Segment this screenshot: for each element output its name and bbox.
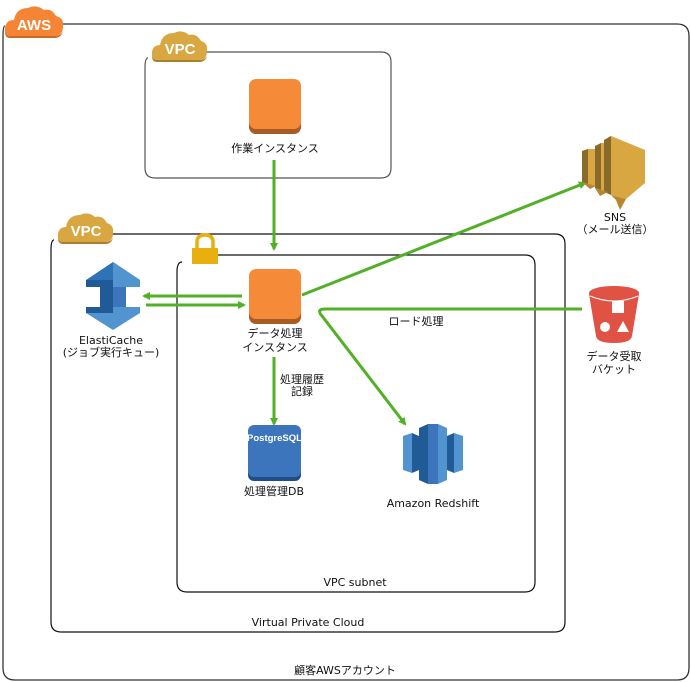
history-edge-label-line1: 処理履歴 bbox=[280, 373, 324, 386]
subnet-label: VPC subnet bbox=[323, 576, 387, 589]
data-instance-label-line1: データ処理 bbox=[248, 326, 303, 340]
vpc-top-badge-text: VPC bbox=[165, 41, 196, 58]
data-instance-label-line2: インスタンス bbox=[242, 341, 308, 354]
edge-data-to-sns bbox=[301, 181, 587, 297]
sns-label-line1: SNS bbox=[604, 211, 626, 224]
vpc-main-badge: VPC bbox=[57, 213, 114, 244]
ec2-instance-icon bbox=[249, 79, 301, 129]
vpc-main-label: Virtual Private Cloud bbox=[252, 616, 365, 629]
s3-node[interactable]: データ受取 バケット bbox=[587, 286, 642, 376]
elasticache-label-line2: (ジョブ実行キュー) bbox=[63, 345, 160, 359]
sns-icon bbox=[582, 136, 645, 210]
postgres-node[interactable]: PostgreSQL 処理管理DB bbox=[244, 425, 304, 498]
lock-icon bbox=[192, 233, 218, 264]
work-instance-node[interactable]: 作業インスタンス bbox=[231, 79, 319, 155]
aws-cloud-badge: AWS bbox=[4, 6, 64, 38]
vpc-main-badge-text: VPC bbox=[71, 223, 102, 240]
aws-account-border bbox=[2, 23, 690, 681]
redshift-label: Amazon Redshift bbox=[387, 497, 480, 510]
ec2-instance-icon bbox=[249, 269, 301, 319]
elasticache-node[interactable]: ElastiCache (ジョブ実行キュー) bbox=[63, 262, 160, 359]
s3-label-line1: データ受取 bbox=[587, 349, 642, 363]
history-edge-label-line2: 記録 bbox=[291, 384, 313, 398]
redshift-icon bbox=[403, 424, 463, 484]
vpc-top-badge: VPC bbox=[151, 31, 208, 62]
load-edge-label: ロード処理 bbox=[389, 315, 444, 328]
sns-node[interactable]: SNS （メール送信） bbox=[577, 136, 654, 236]
elasticache-label-line1: ElastiCache bbox=[79, 334, 143, 347]
s3-bucket-icon bbox=[589, 286, 639, 343]
edges bbox=[142, 160, 587, 426]
redshift-node[interactable]: Amazon Redshift bbox=[387, 424, 480, 510]
vpc-main-border bbox=[50, 233, 566, 633]
work-instance-label: 作業インスタンス bbox=[231, 142, 319, 155]
database-icon bbox=[248, 425, 301, 477]
data-instance-node[interactable]: データ処理 インスタンス bbox=[242, 269, 308, 354]
aws-badge-text: AWS bbox=[17, 17, 51, 34]
postgres-icon-text: PostgreSQL bbox=[247, 433, 302, 444]
subnet-border bbox=[176, 254, 536, 593]
s3-label-line2: バケット bbox=[592, 363, 636, 376]
aws-account-label: 顧客AWSアカウント bbox=[294, 663, 396, 677]
elasticache-icon bbox=[86, 262, 140, 330]
vpc-top-border bbox=[144, 51, 392, 179]
aws-account-group bbox=[2, 23, 690, 681]
postgres-label: 処理管理DB bbox=[244, 484, 304, 498]
sns-label-line2: （メール送信） bbox=[577, 222, 654, 236]
edge-s3-to-redshift bbox=[318, 307, 582, 426]
